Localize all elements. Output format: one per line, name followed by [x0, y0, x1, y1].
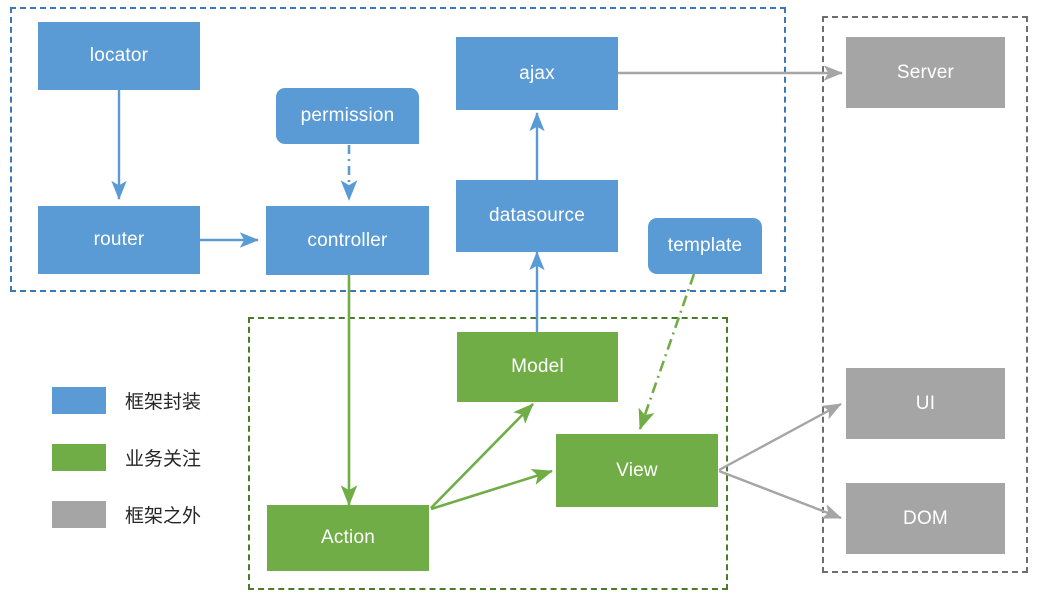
node-locator[interactable]: locator	[38, 22, 200, 90]
legend-item-framework-encapsulation: 框架封装	[52, 387, 201, 414]
legend-label-business-concern: 业务关注	[125, 448, 202, 470]
node-datasource[interactable]: datasource	[456, 180, 618, 252]
node-controller[interactable]: controller	[266, 206, 429, 275]
node-view-label: View	[616, 459, 658, 481]
node-ajax[interactable]: ajax	[456, 37, 618, 110]
node-server-label: Server	[896, 61, 955, 83]
node-router-label: router	[93, 229, 145, 251]
node-locator-label: locator	[89, 45, 149, 67]
legend-label-framework-encapsulation: 框架封装	[125, 391, 202, 413]
node-model[interactable]: Model	[457, 332, 618, 402]
node-ui-label: UI	[915, 392, 936, 414]
legend-label-outside-framework: 框架之外	[125, 505, 202, 527]
node-permission[interactable]: permission	[276, 88, 419, 144]
node-ajax-label: ajax	[519, 62, 555, 84]
node-ui[interactable]: UI	[846, 368, 1005, 439]
node-action-label: Action	[320, 527, 375, 549]
legend-item-business-concern: 业务关注	[52, 444, 201, 471]
node-permission-label: permission	[300, 105, 395, 127]
node-datasource-label: datasource	[488, 205, 585, 227]
legend-swatch-green	[52, 444, 106, 471]
node-model-label: Model	[511, 356, 564, 378]
node-dom[interactable]: DOM	[846, 483, 1005, 554]
node-dom-label: DOM	[903, 507, 948, 529]
node-template[interactable]: template	[648, 218, 762, 274]
node-view[interactable]: View	[556, 434, 718, 507]
legend-item-outside-framework: 框架之外	[52, 501, 201, 528]
legend-swatch-gray	[52, 501, 106, 528]
node-server[interactable]: Server	[846, 37, 1005, 108]
node-router[interactable]: router	[38, 206, 200, 274]
node-controller-label: controller	[307, 229, 388, 251]
legend-swatch-blue	[52, 387, 106, 414]
node-template-label: template	[667, 235, 743, 257]
container-framework-zone	[10, 7, 786, 292]
container-external-zone	[822, 16, 1028, 573]
node-action[interactable]: Action	[267, 505, 429, 571]
